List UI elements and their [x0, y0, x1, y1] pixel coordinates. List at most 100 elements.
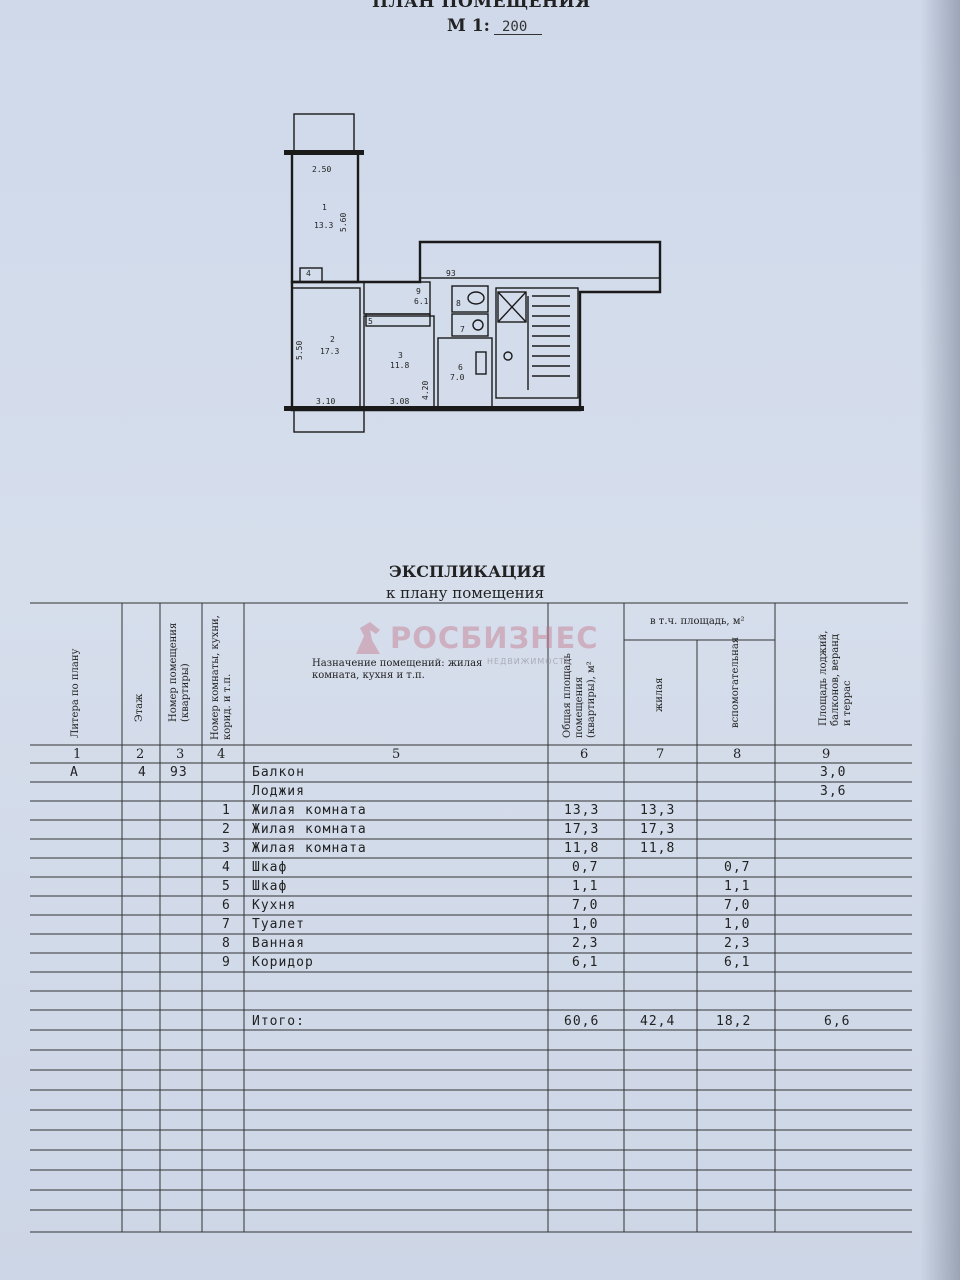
- explication-subtitle: к плану помещения: [386, 584, 545, 602]
- apartment-no: 93: [446, 269, 456, 278]
- row-7-no: 6: [222, 898, 231, 913]
- row-5-aux: 0,7: [724, 860, 751, 875]
- header-col5: Назначение помещений: жилая комната, кух…: [312, 658, 483, 681]
- colnum-2: 2: [136, 747, 145, 762]
- header-col9: Площадь лоджий, балконов, веранд и терра…: [818, 630, 853, 726]
- row-2-name: Жилая комната: [252, 803, 367, 818]
- row-6-name: Шкаф: [252, 879, 288, 894]
- row-4-name: Жилая комната: [252, 841, 367, 856]
- dim-room2-length: 5.50: [295, 341, 304, 360]
- colnum-4: 4: [217, 747, 226, 762]
- row-8-aux: 1,0: [724, 917, 751, 932]
- row-0-floor: 4: [138, 765, 147, 780]
- row-7-aux: 7,0: [724, 898, 751, 913]
- colnum-1: 1: [73, 747, 82, 762]
- row-9-name: Ванная: [252, 936, 305, 951]
- row-1-name: Лоджия: [252, 784, 305, 799]
- horse-logo-icon: [356, 622, 380, 654]
- toilet7-no: 7: [460, 325, 465, 334]
- total-balcony: 6,6: [824, 1014, 851, 1029]
- row-10-total: 6,1: [572, 955, 599, 970]
- closet5-no: 5: [368, 317, 373, 326]
- total-aux: 18,2: [716, 1014, 752, 1029]
- row-4-living: 11,8: [640, 841, 676, 856]
- row-5-name: Шкаф: [252, 860, 288, 875]
- floor-plan-drawing: 2.50 1 13.3 5.60 4 93 9 6.1 5 8 7 2 17.3…: [284, 113, 662, 433]
- row-3-living: 17,3: [640, 822, 676, 837]
- colnum-3: 3: [176, 747, 185, 762]
- closet4-no: 4: [306, 269, 311, 278]
- total-living: 42,4: [640, 1014, 676, 1029]
- header-col4: Номер комнаты, кухни, корид. и т.п.: [210, 615, 233, 740]
- row-6-total: 1,1: [572, 879, 599, 894]
- total-area: 60,6: [564, 1014, 600, 1029]
- total-label: Итого:: [252, 1014, 305, 1029]
- row-4-no: 3: [222, 841, 231, 856]
- room2-no: 2: [330, 335, 335, 344]
- row-3-total: 17,3: [564, 822, 600, 837]
- row-2-total: 13,3: [564, 803, 600, 818]
- scale-label: М 1:: [447, 16, 490, 36]
- row-9-no: 8: [222, 936, 231, 951]
- row-5-total: 0,7: [572, 860, 599, 875]
- row-8-total: 1,0: [572, 917, 599, 932]
- colnum-5: 5: [392, 747, 401, 762]
- room3-area: 11.8: [390, 361, 409, 370]
- dim-room1-length: 5.60: [339, 213, 348, 232]
- row-6-aux: 1,1: [724, 879, 751, 894]
- header-group-78: в т.ч. площадь, м²: [650, 616, 745, 627]
- row-6-no: 5: [222, 879, 231, 894]
- header-col3: Номер помещения (квартиры): [168, 622, 191, 722]
- scale-underline: [494, 34, 542, 35]
- plan-title: ПЛАН ПОМЕЩЕНИЯ: [372, 0, 591, 12]
- colnum-6: 6: [580, 747, 589, 762]
- row-3-no: 2: [222, 822, 231, 837]
- watermark-logo: РОСБИЗНЕС: [350, 618, 599, 658]
- explication-title: ЭКСПЛИКАЦИЯ: [389, 562, 546, 581]
- row-0-lit: А: [70, 765, 79, 780]
- watermark-sub: НЕДВИЖИМОСТЬ: [487, 657, 572, 666]
- row-7-name: Кухня: [252, 898, 297, 913]
- dim-top-width: 2.50: [312, 165, 331, 174]
- room9-area: 6.1: [414, 297, 429, 306]
- page-edge-shadow: [920, 0, 960, 1280]
- room1-no: 1: [322, 203, 327, 212]
- row-10-aux: 6,1: [724, 955, 751, 970]
- scale-value: 200: [502, 19, 528, 35]
- row-0-apt: 93: [170, 765, 188, 780]
- header-col1: Литера по плану: [70, 648, 81, 738]
- row-1-balcony: 3,6: [820, 784, 847, 799]
- row-9-aux: 2,3: [724, 936, 751, 951]
- bath8-no: 8: [456, 299, 461, 308]
- row-0-balcony: 3,0: [820, 765, 847, 780]
- row-3-name: Жилая комната: [252, 822, 367, 837]
- row-9-total: 2,3: [572, 936, 599, 951]
- row-2-no: 1: [222, 803, 231, 818]
- dim-room3-length: 4.20: [421, 381, 430, 400]
- header-col7: жилая: [654, 677, 665, 713]
- kitchen6-area: 7.0: [450, 373, 465, 382]
- row-8-no: 7: [222, 917, 231, 932]
- kitchen6-no: 6: [458, 363, 463, 372]
- row-8-name: Туалет: [252, 917, 305, 932]
- room9-no: 9: [416, 287, 421, 296]
- colnum-8: 8: [733, 747, 742, 762]
- row-0-name: Балкон: [252, 765, 305, 780]
- row-2-living: 13,3: [640, 803, 676, 818]
- room2-area: 17.3: [320, 347, 339, 356]
- row-5-no: 4: [222, 860, 231, 875]
- room3-no: 3: [398, 351, 403, 360]
- dim-room2-width: 3.10: [316, 397, 335, 406]
- room1-area: 13.3: [314, 221, 333, 230]
- header-col8: вспомогательная: [730, 636, 741, 728]
- row-4-total: 11,8: [564, 841, 600, 856]
- dim-room3-width: 3.08: [390, 397, 409, 406]
- row-10-no: 9: [222, 955, 231, 970]
- watermark-brand: РОСБИЗНЕС: [390, 621, 599, 655]
- colnum-7: 7: [656, 747, 665, 762]
- colnum-9: 9: [822, 747, 831, 762]
- header-col2: Этаж: [134, 693, 145, 722]
- row-10-name: Коридор: [252, 955, 314, 970]
